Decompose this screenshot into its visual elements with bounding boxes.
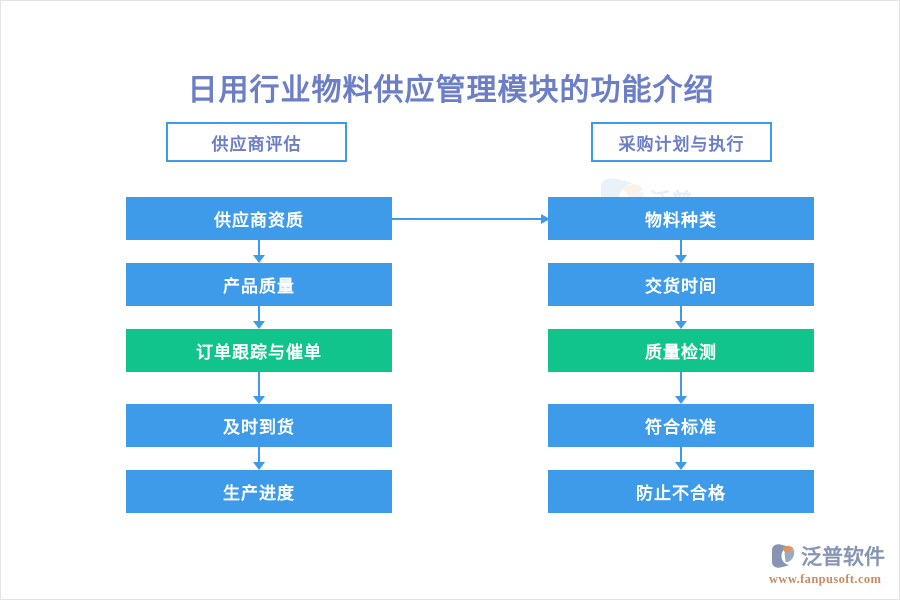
flow-box-left-1[interactable]: 产品质量	[126, 263, 392, 306]
flow-box-left-3[interactable]: 及时到货	[126, 404, 392, 447]
page-title: 日用行业物料供应管理模块的功能介绍	[187, 74, 715, 107]
flow-box-right-1-label: 交货时间	[645, 277, 717, 296]
flow-box-right-0-label: 物料种类	[645, 211, 717, 230]
arrow-down-right-0-1	[674, 240, 688, 263]
header-box-right-label: 采购计划与执行	[618, 134, 745, 154]
flow-box-left-4[interactable]: 生产进度	[126, 470, 392, 513]
header-box-supplier-evaluation[interactable]: 供应商评估	[166, 122, 347, 162]
arrow-down-left-2-3	[252, 372, 266, 404]
flow-box-left-0-label: 供应商资质	[214, 211, 304, 230]
flow-box-right-0[interactable]: 物料种类	[548, 197, 814, 240]
flow-box-right-2-label: 质量检测	[645, 343, 717, 362]
flow-box-left-2-label: 订单跟踪与催单	[196, 343, 322, 362]
flow-box-left-3-label: 及时到货	[223, 418, 295, 437]
flow-box-left-2[interactable]: 订单跟踪与催单	[126, 329, 392, 372]
flow-box-right-3-label: 符合标准	[645, 418, 717, 437]
arrow-down-right-1-2	[674, 306, 688, 329]
arrow-right-cross-column	[392, 214, 550, 225]
flow-box-right-2[interactable]: 质量检测	[548, 329, 814, 372]
brand-name: 泛普软件	[801, 545, 885, 569]
arrow-down-left-0-1	[252, 240, 266, 263]
header-box-purchase-plan[interactable]: 采购计划与执行	[591, 122, 772, 162]
arrow-down-left-1-2	[252, 306, 266, 329]
fanpu-swoosh-icon	[769, 542, 797, 570]
flow-box-left-0[interactable]: 供应商资质	[126, 197, 392, 240]
brand-url: www.fanpusoft.com	[769, 572, 882, 586]
flow-box-right-4-label: 防止不合格	[636, 484, 726, 503]
arrow-down-right-2-3	[674, 372, 688, 404]
flow-box-right-4[interactable]: 防止不合格	[548, 470, 814, 513]
brand-logo: 泛普软件 www.fanpusoft.com	[769, 541, 891, 587]
arrow-down-right-3-4	[674, 447, 688, 470]
header-box-left-label: 供应商评估	[211, 134, 302, 154]
flow-box-right-1[interactable]: 交货时间	[548, 263, 814, 306]
flow-box-right-3[interactable]: 符合标准	[548, 404, 814, 447]
flow-box-left-4-label: 生产进度	[223, 484, 295, 503]
arrow-down-left-3-4	[252, 447, 266, 470]
flow-box-left-1-label: 产品质量	[223, 277, 295, 296]
